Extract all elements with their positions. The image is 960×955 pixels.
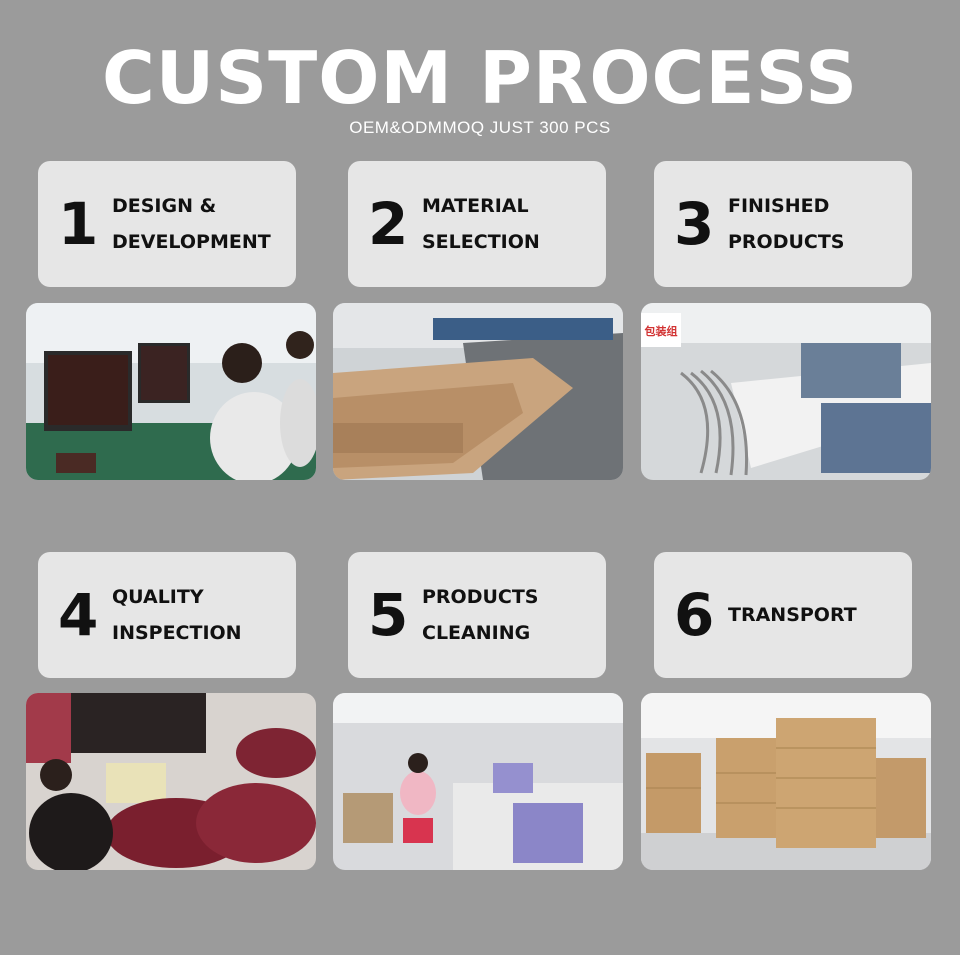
step-number: 3 — [674, 190, 715, 258]
step-label-line1: QUALITY — [112, 586, 204, 608]
step-number: 5 — [368, 581, 409, 649]
photo-transport — [641, 693, 931, 870]
step-card-4: 4 QUALITY INSPECTION — [38, 552, 296, 678]
step-label-line1: PRODUCTS — [422, 586, 539, 608]
sign-text: 包装组 — [644, 324, 678, 338]
step-label-line1: TRANSPORT — [728, 604, 857, 626]
step-label-line2: CLEANING — [422, 622, 531, 644]
step-card-3: 3 FINISHED PRODUCTS — [654, 161, 912, 287]
page-title: CUSTOM PROCESS — [101, 36, 859, 120]
photo-quality-inspection — [26, 693, 316, 870]
step-label-line1: FINISHED — [728, 195, 830, 217]
step-label-line1: DESIGN & — [112, 195, 217, 217]
photo-design-development — [26, 303, 316, 480]
step-label: MATERIAL SELECTION — [422, 161, 602, 287]
step-card-1: 1 DESIGN & DEVELOPMENT — [38, 161, 296, 287]
step-label: DESIGN & DEVELOPMENT — [112, 161, 292, 287]
step-label-line2: INSPECTION — [112, 622, 242, 644]
step-label-line1: MATERIAL — [422, 195, 529, 217]
step-label: PRODUCTS CLEANING — [422, 552, 602, 678]
photo-material-selection — [333, 303, 623, 480]
photo-products-cleaning — [333, 693, 623, 870]
step-label: FINISHED PRODUCTS — [728, 161, 908, 287]
step-card-5: 5 PRODUCTS CLEANING — [348, 552, 606, 678]
step-number: 2 — [368, 190, 409, 258]
step-label: TRANSPORT — [728, 552, 908, 678]
step-number: 4 — [58, 581, 99, 649]
step-card-6: 6 TRANSPORT — [654, 552, 912, 678]
step-label-line2: PRODUCTS — [728, 231, 845, 253]
page-subtitle: OEM&ODMMOQ JUST 300 PCS — [349, 118, 611, 137]
photo-finished-products: 包装组 — [641, 303, 931, 480]
step-label: QUALITY INSPECTION — [112, 552, 292, 678]
step-number: 1 — [58, 190, 99, 258]
step-card-2: 2 MATERIAL SELECTION — [348, 161, 606, 287]
step-number: 6 — [674, 581, 715, 649]
step-label-line2: SELECTION — [422, 231, 540, 253]
step-label-line2: DEVELOPMENT — [112, 231, 271, 253]
